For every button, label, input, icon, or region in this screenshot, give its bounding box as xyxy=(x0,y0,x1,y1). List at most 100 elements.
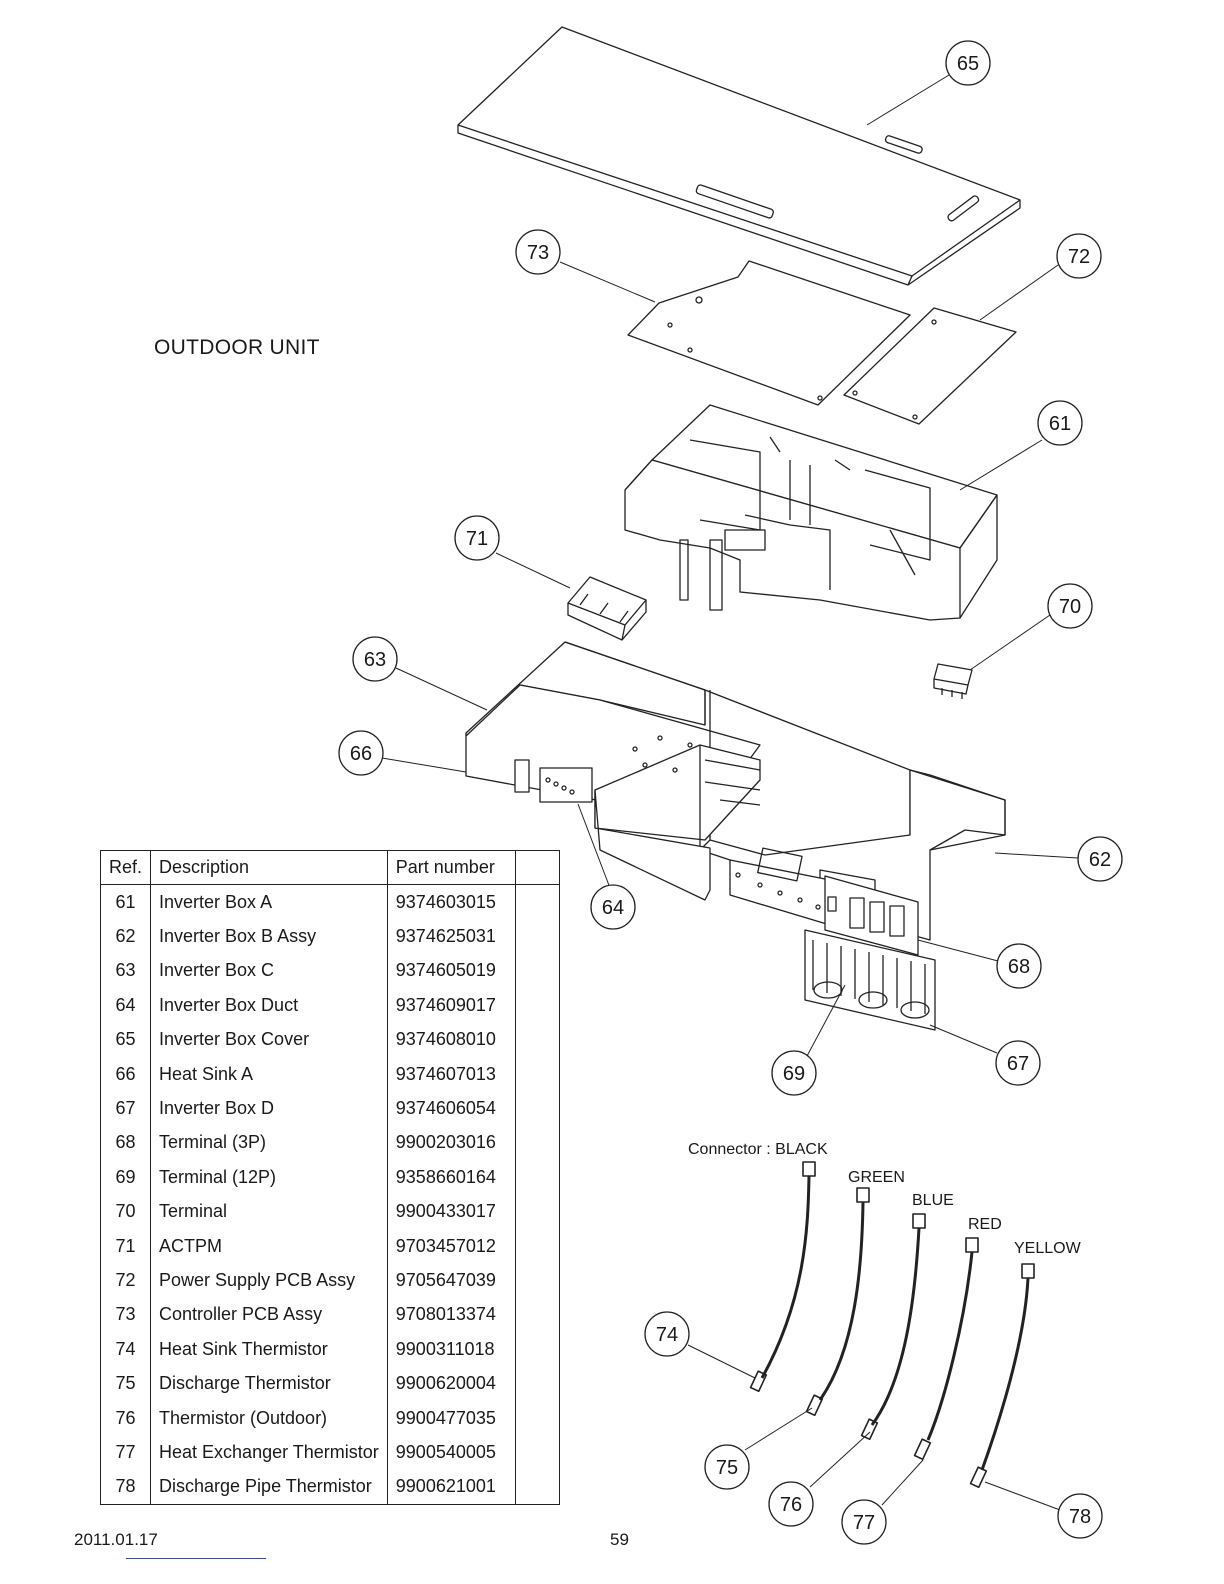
cell-ref: 61 xyxy=(99,884,152,920)
cell-part-number: 9374606054 xyxy=(386,1091,516,1126)
cell-extra xyxy=(514,884,560,920)
terminal-block-drawing xyxy=(824,875,919,956)
svg-text:65: 65 xyxy=(957,53,979,75)
svg-text:72: 72 xyxy=(1068,246,1090,268)
cell-description: Inverter Box Duct xyxy=(150,988,388,1023)
callout-70: 70 xyxy=(1047,583,1093,629)
svg-text:74: 74 xyxy=(656,1324,678,1346)
svg-text:69: 69 xyxy=(783,1063,805,1085)
cell-description: Thermistor (Outdoor) xyxy=(150,1400,388,1436)
cell-ref: 70 xyxy=(99,1194,152,1229)
callout-78: 78 xyxy=(1057,1493,1103,1539)
terminal-drawing xyxy=(933,663,973,699)
cell-description: Discharge Thermistor xyxy=(150,1366,388,1401)
cell-ref: 75 xyxy=(99,1366,152,1401)
cell-part-number: 9900203016 xyxy=(386,1125,516,1161)
svg-text:76: 76 xyxy=(780,1494,802,1516)
cell-part-number: 9374608010 xyxy=(386,1022,516,1057)
page-number: 59 xyxy=(610,1530,629,1549)
cell-extra xyxy=(514,1228,560,1264)
inverter-box-b-drawing xyxy=(594,769,1006,941)
cell-extra xyxy=(514,953,560,989)
svg-text:62: 62 xyxy=(1089,849,1111,871)
cell-description: Terminal (3P) xyxy=(150,1125,388,1161)
svg-text:66: 66 xyxy=(350,743,372,765)
svg-text:67: 67 xyxy=(1007,1053,1029,1075)
cell-part-number: 9705647039 xyxy=(386,1263,516,1298)
thermistor-cables-drawing xyxy=(749,1161,1035,1489)
svg-text:73: 73 xyxy=(527,242,549,264)
svg-text:78: 78 xyxy=(1069,1506,1091,1528)
cell-description: Inverter Box A xyxy=(150,884,388,920)
callout-65: 65 xyxy=(945,40,991,86)
callout-72: 72 xyxy=(1056,233,1102,279)
svg-text:77: 77 xyxy=(853,1512,875,1534)
cell-extra xyxy=(514,919,560,954)
callout-74: 74 xyxy=(644,1311,690,1357)
callout-69: 69 xyxy=(771,1050,817,1096)
cell-description: ACTPM xyxy=(150,1228,388,1264)
section-title: OUTDOOR UNIT xyxy=(154,336,320,359)
svg-text:68: 68 xyxy=(1008,956,1030,978)
cell-description: Inverter Box B Assy xyxy=(150,919,388,954)
cell-ref: 69 xyxy=(99,1160,152,1195)
svg-text:75: 75 xyxy=(716,1457,738,1479)
connector-black-label: Connector : BLACK xyxy=(688,1141,828,1158)
cell-part-number: 9374607013 xyxy=(386,1056,516,1092)
callout-61: 61 xyxy=(1037,400,1083,446)
cell-part-number: 9900540005 xyxy=(386,1435,516,1470)
cell-description: Discharge Pipe Thermistor xyxy=(150,1469,388,1506)
cell-part-number: 9900620004 xyxy=(386,1366,516,1401)
svg-text:71: 71 xyxy=(466,528,488,550)
cell-extra xyxy=(514,1332,560,1367)
cell-ref: 74 xyxy=(99,1332,152,1367)
svg-text:64: 64 xyxy=(602,897,624,919)
cell-description: Terminal (12P) xyxy=(150,1160,388,1195)
cell-description: Inverter Box C xyxy=(150,953,388,989)
footer-rule xyxy=(126,1558,266,1559)
connector-red-label: RED xyxy=(968,1216,1002,1233)
cell-part-number: 9900477035 xyxy=(386,1400,516,1436)
cell-part-number: 9900621001 xyxy=(386,1469,516,1506)
cell-description: Inverter Box D xyxy=(150,1091,388,1126)
connector-yellow-label: YELLOW xyxy=(1014,1240,1081,1257)
cell-extra xyxy=(514,1091,560,1126)
terminal-board-drawing xyxy=(804,929,936,1031)
cell-extra xyxy=(514,1366,560,1401)
cell-extra xyxy=(514,1263,560,1298)
power-supply-pcb-drawing xyxy=(843,307,1017,425)
header-part-number: Part number xyxy=(386,850,516,885)
cell-ref: 72 xyxy=(99,1263,152,1298)
svg-text:61: 61 xyxy=(1049,413,1071,435)
callout-77: 77 xyxy=(841,1499,887,1545)
callout-66: 66 xyxy=(338,730,384,776)
cell-ref: 65 xyxy=(99,1022,152,1057)
callout-62: 62 xyxy=(1077,836,1123,882)
cell-ref: 78 xyxy=(99,1469,152,1506)
controller-pcb-drawing xyxy=(627,260,911,406)
callout-67: 67 xyxy=(995,1040,1041,1086)
cell-ref: 71 xyxy=(99,1228,152,1264)
callout-68: 68 xyxy=(996,943,1042,989)
cell-extra xyxy=(514,1400,560,1436)
cell-part-number: 9900433017 xyxy=(386,1194,516,1229)
cell-extra xyxy=(514,1297,560,1333)
cell-extra xyxy=(514,1022,560,1057)
cell-description: Inverter Box Cover xyxy=(150,1022,388,1057)
callout-64: 64 xyxy=(590,884,636,930)
cell-description: Heat Sink Thermistor xyxy=(150,1332,388,1367)
inverter-box-a-drawing xyxy=(624,404,998,621)
